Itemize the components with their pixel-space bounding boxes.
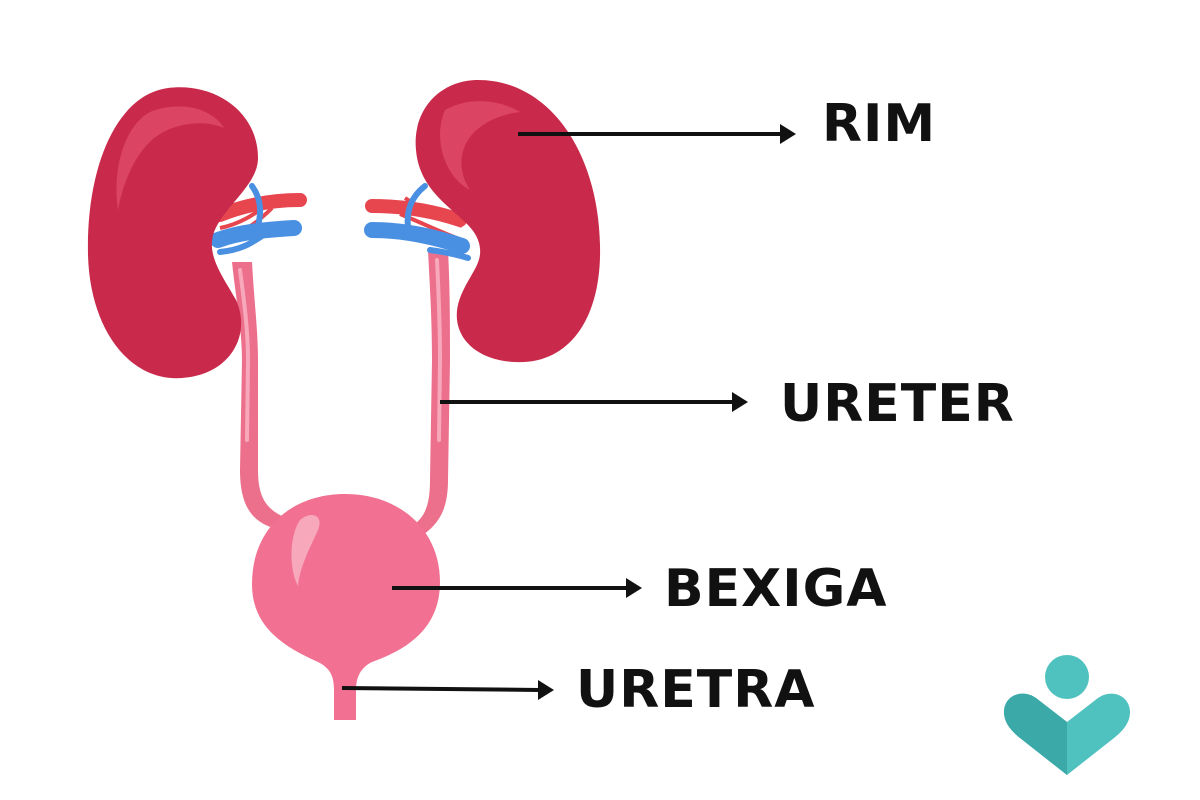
right-renal-artery (365, 199, 467, 227)
right-artery-branch (403, 196, 463, 228)
bladder-label: BEXIGA (664, 559, 888, 619)
right-kidney-highlight (440, 101, 520, 190)
bladder-highlight (291, 515, 320, 586)
left-kidney-highlight (116, 106, 224, 210)
right-vein-branch (404, 183, 428, 231)
brand-logo-icon (1004, 655, 1130, 775)
left-renal-vein (210, 220, 302, 248)
right-ureter-highlight (435, 258, 443, 442)
ureter-label: URETER (780, 374, 1015, 434)
arrow-urethra-line (341, 686, 541, 692)
left-ureter (232, 262, 292, 530)
ureters (232, 250, 450, 538)
left-vein-branch-2 (217, 233, 265, 255)
kidney-label: RIM (822, 94, 937, 154)
left-kidney-vessels (210, 183, 307, 255)
arrow-kidney-head (780, 124, 796, 144)
arrow-ureter-head (732, 392, 748, 412)
bladder-group (252, 494, 440, 720)
arrow-urethra-head (538, 680, 554, 700)
brand-logo-dot (1045, 655, 1089, 699)
left-ureter-highlight (238, 268, 251, 442)
left-artery-branch (219, 202, 270, 230)
kidneys (87, 80, 601, 379)
right-vein-branch-2 (427, 247, 471, 261)
urethra-label: URETRA (576, 660, 816, 720)
brand-logo-heart-shade (1004, 693, 1067, 775)
left-vein-branch (249, 183, 264, 235)
pointer-arrows (341, 124, 796, 700)
right-ureter (408, 250, 450, 538)
right-renal-vein (364, 222, 470, 254)
arrow-bladder-head (626, 578, 642, 598)
right-kidney-vessels (364, 183, 471, 261)
